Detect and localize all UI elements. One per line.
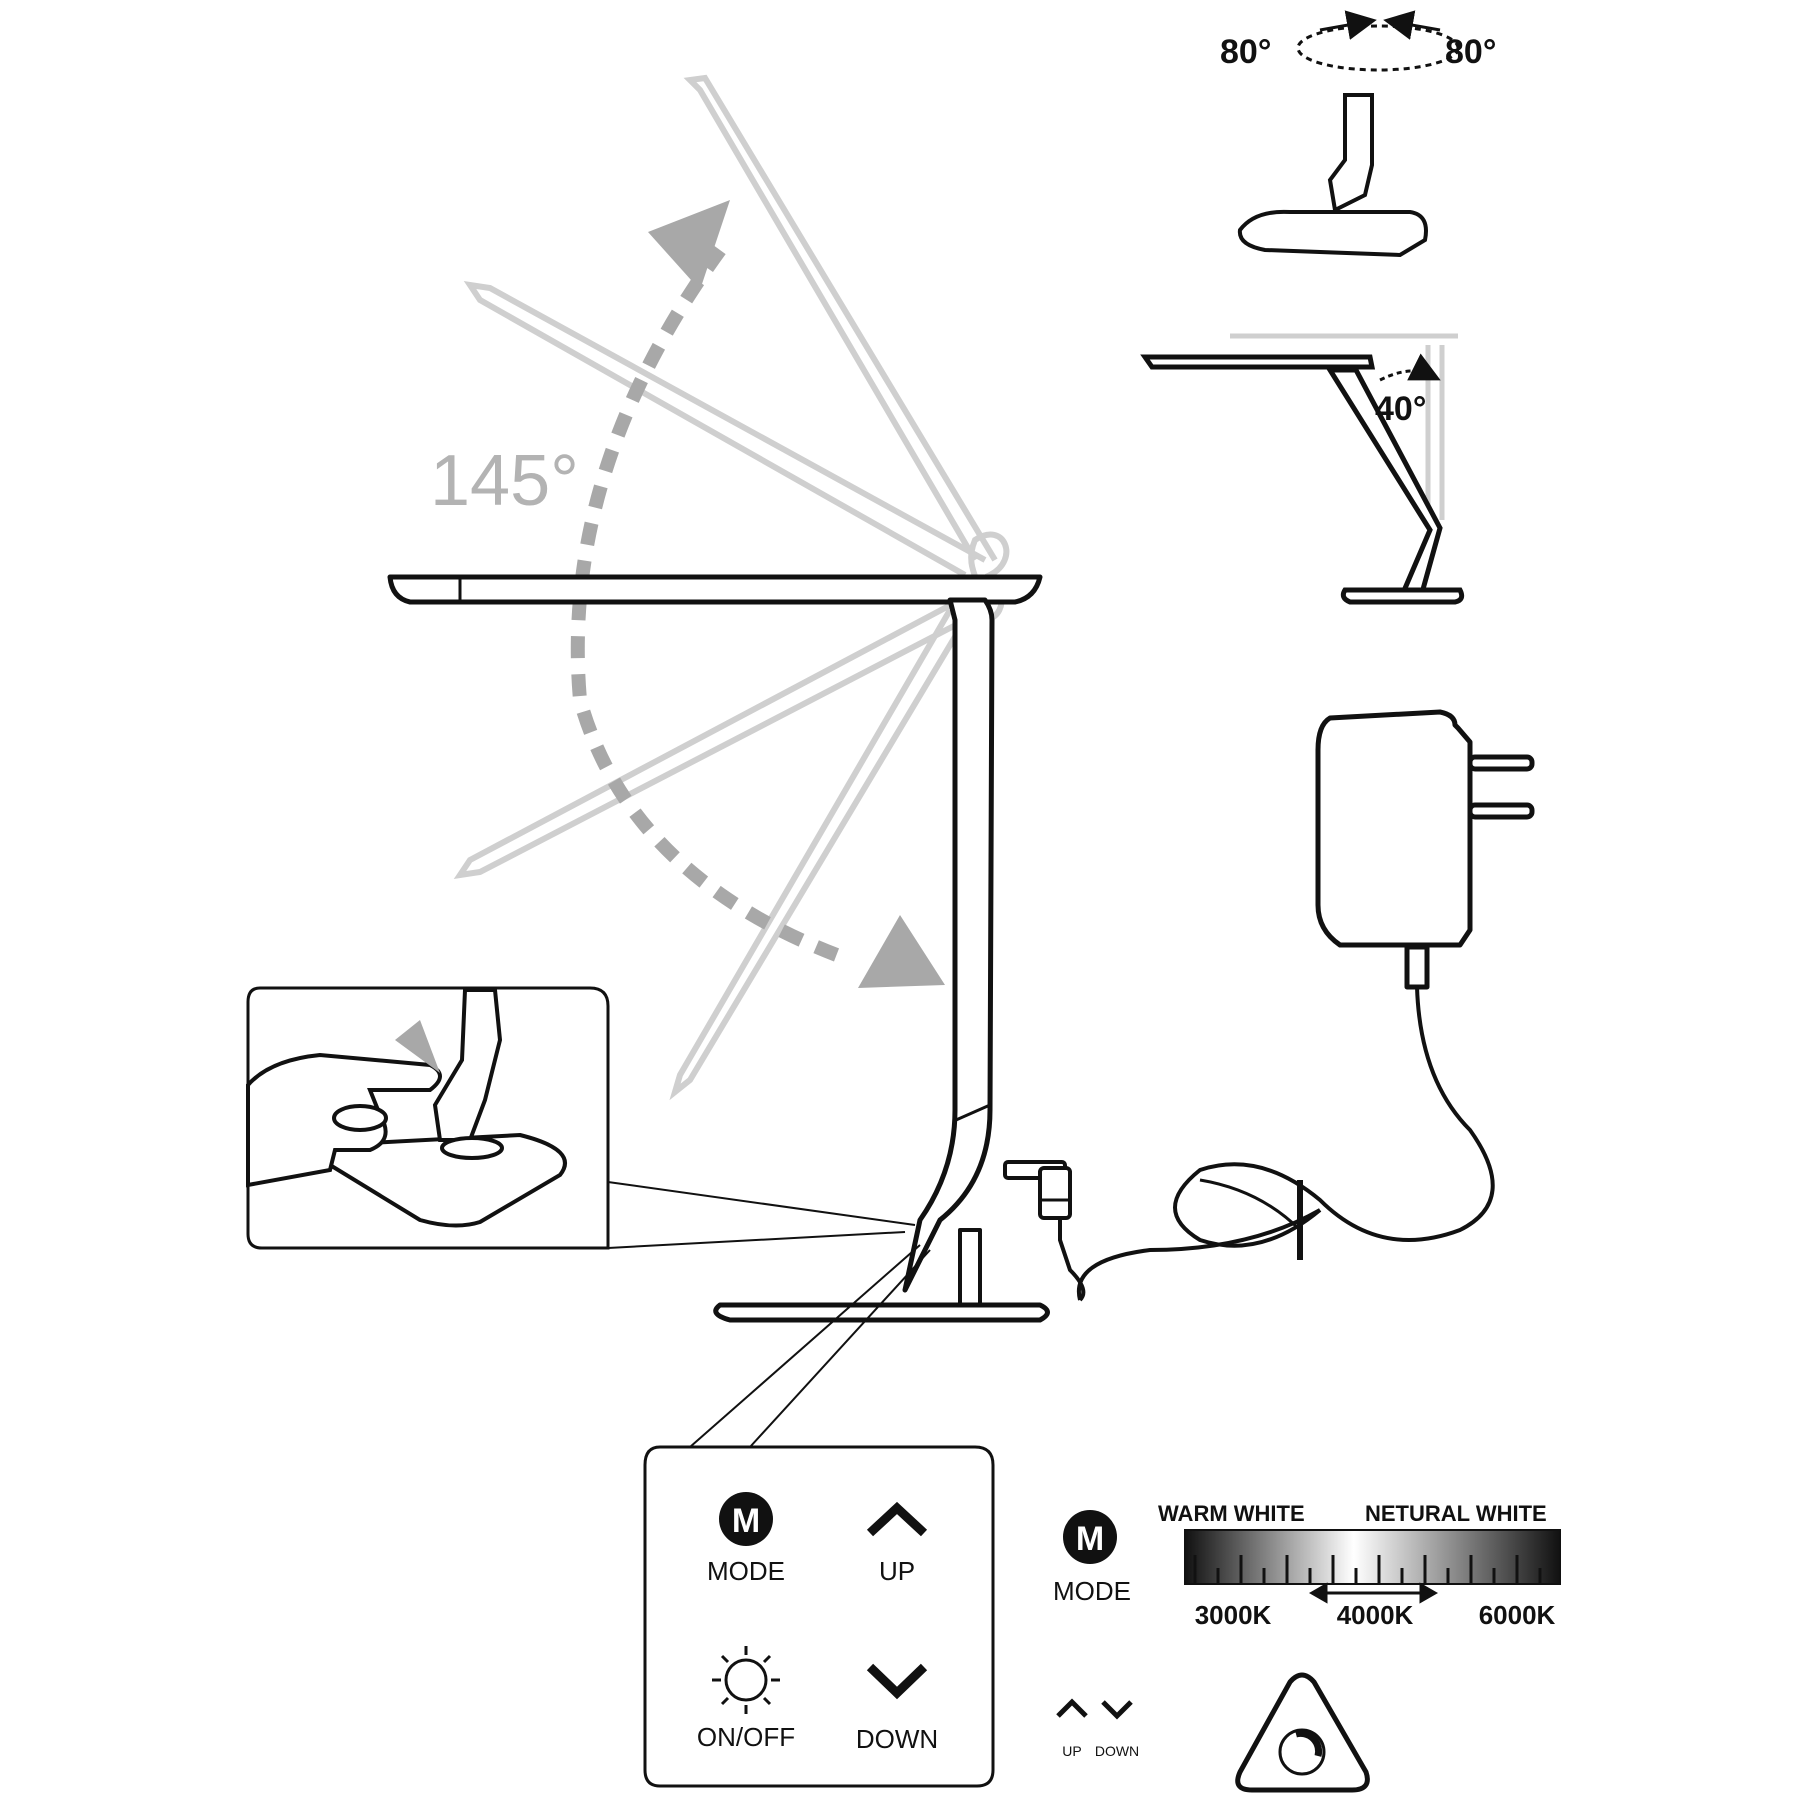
- cct-4000k: 4000K: [1337, 1600, 1414, 1630]
- arm-tilt-label: 40°: [1375, 390, 1426, 428]
- dimmer-icon: [1235, 1672, 1370, 1793]
- mode-legend: M MODE: [1053, 1510, 1131, 1606]
- ghost-head-down-2: [669, 608, 968, 1101]
- legend-mode-label: MODE: [1053, 1576, 1131, 1606]
- arc-arrow-head-top: [648, 200, 730, 290]
- mode-button[interactable]: M MODE: [707, 1492, 785, 1586]
- small-chevron-up-icon: [1056, 1698, 1088, 1718]
- control-panel-callout: [643, 1244, 995, 1788]
- ghost-head-up-1: [683, 74, 998, 562]
- mode-icon-letter: M: [732, 1502, 760, 1540]
- up-button[interactable]: UP: [866, 1501, 928, 1586]
- arm-tilt-illustration: [1140, 333, 1465, 605]
- ghost-head-down-1: [453, 597, 977, 879]
- chevron-down-icon: [866, 1663, 928, 1700]
- color-temperature-bar: [1184, 1529, 1561, 1585]
- small-up-label: UP: [1062, 1743, 1081, 1759]
- power-adapter: [1315, 709, 1535, 990]
- adapter-prong-bottom: [1467, 802, 1535, 820]
- lamp-base: [713, 1302, 1050, 1323]
- mode-icon: [719, 1492, 773, 1546]
- down-button[interactable]: DOWN: [856, 1663, 938, 1754]
- lamp-head: [387, 574, 1043, 605]
- small-chevron-down-icon: [1101, 1700, 1133, 1720]
- small-down-label: DOWN: [1095, 1743, 1139, 1759]
- main-lamp: [387, 574, 1050, 1323]
- chevron-up-icon: [866, 1501, 928, 1537]
- netural-white-label: NETURAL WHITE: [1365, 1501, 1547, 1526]
- angle-145-label: 145°: [430, 441, 579, 521]
- cct-range-arrow: [1308, 1582, 1439, 1604]
- adapter-strain-relief: [1404, 944, 1430, 990]
- sun-icon: [712, 1646, 780, 1714]
- touch-inset: [246, 986, 916, 1250]
- swivel-left-label: 80°: [1220, 33, 1271, 71]
- lamp-arm-seam: [955, 1103, 991, 1122]
- dc-plug: [1003, 1160, 1072, 1220]
- cct-3000k: 3000K: [1195, 1600, 1272, 1630]
- cct-6000k: 6000K: [1479, 1600, 1556, 1630]
- adapter-prong-top: [1467, 754, 1535, 772]
- legend-mode-icon: [1063, 1510, 1117, 1564]
- small-up-down-legend: UP DOWN: [1056, 1698, 1139, 1759]
- power-cable: [1058, 986, 1495, 1302]
- lamp-neck: [958, 1228, 982, 1307]
- up-label: UP: [879, 1556, 915, 1586]
- swivel-illustration: [1237, 10, 1460, 258]
- adapter-body: [1315, 709, 1473, 948]
- mode-label: MODE: [707, 1556, 785, 1586]
- cct-ticks: [1193, 1555, 1542, 1584]
- lamp-arm: [902, 597, 995, 1293]
- warm-white-label: WARM WHITE: [1158, 1501, 1305, 1526]
- tilt-arc-arrow: [570, 200, 945, 988]
- swivel-right-label: 80°: [1445, 33, 1496, 71]
- legend-mode-letter: M: [1076, 1520, 1104, 1558]
- ghost-head-up-2: [463, 281, 987, 578]
- onoff-label: ON/OFF: [697, 1722, 795, 1752]
- arc-arrow-head-bottom: [858, 915, 945, 988]
- onoff-button[interactable]: ON/OFF: [697, 1646, 795, 1752]
- down-label: DOWN: [856, 1724, 938, 1754]
